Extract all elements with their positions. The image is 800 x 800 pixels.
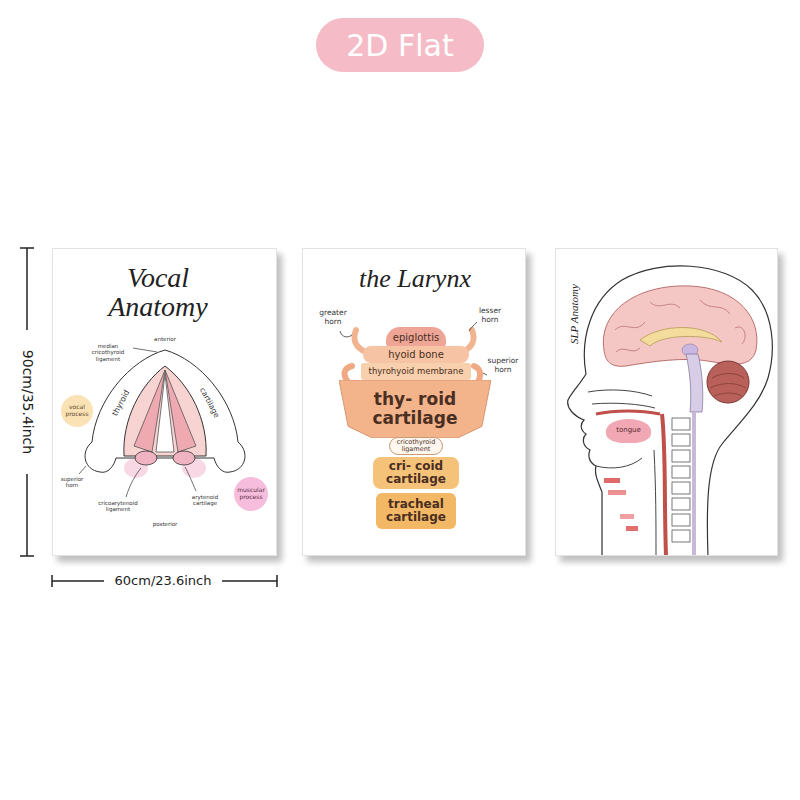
leader-line <box>126 468 141 497</box>
vertebra-shape <box>672 482 690 494</box>
part-label: arytenoid cartilage <box>185 494 225 507</box>
node-text: cri- coid cartilage <box>377 460 455 486</box>
dimension-label: 60cm/23.6inch <box>115 574 212 589</box>
vertebra-shape <box>672 530 690 542</box>
arytenoid-shape <box>173 451 195 465</box>
poster-panel: the Larynx epiglottis hyoid bone thyrohyoid… <box>302 248 526 556</box>
part-label: cricoarytenoid ligament <box>93 500 143 513</box>
leader-line <box>79 466 86 474</box>
vertebra-shape <box>672 498 690 510</box>
dimension-tick <box>20 555 34 557</box>
head-outline <box>568 266 773 556</box>
ligament-part: cricothyroid ligament <box>389 437 443 455</box>
part-label: cartilage <box>197 386 220 419</box>
part-label: lesser horn <box>475 307 505 324</box>
poster-title: SLP Anatomy <box>568 284 580 344</box>
dimension-tick <box>20 247 34 249</box>
dimension-tick <box>276 575 278 587</box>
vertebra-shape <box>672 450 690 462</box>
leader-line <box>133 348 157 352</box>
nasal-cavity <box>588 390 652 396</box>
brain-gyrus <box>735 327 745 344</box>
spinal-cord <box>692 412 696 556</box>
part-label: median cricothyroid ligament <box>85 343 131 362</box>
brain-gyrus <box>615 322 645 330</box>
node-outline-path <box>339 380 491 438</box>
brain-gyrus <box>650 302 680 308</box>
node-text: tracheal cartilage <box>379 498 453 524</box>
brainstem-shape <box>686 354 703 412</box>
node-text: tongue <box>616 427 641 435</box>
leader-line <box>483 373 487 375</box>
dimension-label: 90cm/35.4inch <box>20 350 36 454</box>
vertebra-shape <box>672 466 690 478</box>
brain-gyrus <box>700 300 730 314</box>
bone-part: hyoid bone <box>363 346 469 363</box>
brain-gyrus <box>616 348 640 352</box>
part-label: superior horn <box>57 476 87 489</box>
tongue-shape: tongue <box>606 419 651 443</box>
node-text: thyrohyoid membrane <box>369 367 464 376</box>
poster-title: the Larynx <box>345 265 485 294</box>
poster-sheet <box>302 248 526 556</box>
leader-line <box>469 322 477 331</box>
node-text: muscular process <box>236 487 266 500</box>
dimension-tick <box>51 575 53 587</box>
leader-line <box>185 467 196 491</box>
part-label: superior horn <box>485 357 521 374</box>
direction-label: posterior <box>145 521 185 527</box>
color-tag <box>604 478 620 483</box>
dimension-line <box>52 580 104 582</box>
node-text: hyoid bone <box>388 349 444 360</box>
node-text: cricothyroid ligament <box>392 439 440 453</box>
color-tag <box>620 514 634 519</box>
node-text: epiglottis <box>393 332 439 343</box>
poster-panel: Vocal Anatomy vocal process muscular proce… <box>52 248 277 556</box>
vertebra-shape <box>672 418 690 430</box>
nasal-cavity <box>592 403 655 408</box>
node-text: thy- roid cartilage <box>347 390 483 427</box>
arytenoid-shape <box>135 451 157 465</box>
node-text: vocal process <box>63 404 91 417</box>
cartilage-part: thy- roid cartilage <box>339 380 491 438</box>
thyroid-outline <box>85 350 245 472</box>
color-tag <box>626 526 638 531</box>
cartilage-part: cri- coid cartilage <box>373 457 459 489</box>
cartilage-part: tracheal cartilage <box>376 493 456 529</box>
vertebra-shape <box>672 434 690 446</box>
cerebellum-folia <box>710 374 746 397</box>
callout-circle: muscular process <box>234 477 268 511</box>
dimension-line <box>26 248 28 330</box>
part-label: thyroid <box>110 388 131 417</box>
part-label: greater horn <box>316 309 350 326</box>
cerebellum-shape <box>707 361 749 403</box>
larynx-line <box>654 450 656 556</box>
badge-pill: 2D Flat <box>316 18 484 72</box>
poster-title: Vocal Anatomy <box>103 263 213 322</box>
direction-label: anterior <box>145 336 185 342</box>
callout-circle: vocal process <box>61 395 93 427</box>
pharynx-wall <box>662 414 666 556</box>
palate-line <box>596 411 660 414</box>
poster-sheet <box>52 248 277 556</box>
node-text: 2D Flat <box>346 29 453 62</box>
corpus-callosum <box>640 328 722 347</box>
jaw-line <box>596 458 642 468</box>
leader-line <box>340 331 352 337</box>
laryngeal-inlet <box>124 366 206 456</box>
poster-panel: SLP Anatomy tongue <box>555 248 778 556</box>
cartilage-part: epiglottis <box>386 327 446 347</box>
poster-sheet <box>555 248 778 556</box>
membrane-part: thyrohyoid membrane <box>361 363 471 380</box>
dimension-line <box>222 580 277 582</box>
color-tag <box>608 490 626 495</box>
glottis <box>156 374 174 452</box>
dimension-line <box>26 474 28 556</box>
vertebra-shape <box>672 514 690 526</box>
brain-shape <box>603 286 757 366</box>
